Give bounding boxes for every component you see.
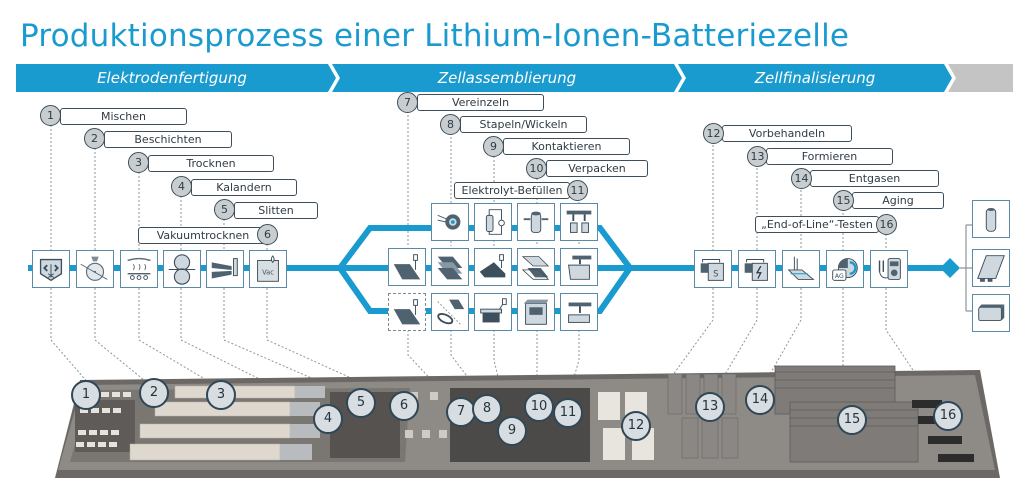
slitting-icon bbox=[206, 250, 244, 288]
coating-roller-icon bbox=[76, 250, 114, 288]
drying-oven-icon bbox=[120, 250, 158, 288]
prismatic-packaging-icon bbox=[517, 293, 555, 331]
step-badge-6: 6 bbox=[257, 224, 278, 245]
output-junction-diamond bbox=[940, 258, 960, 278]
s-icon-text: S bbox=[713, 270, 718, 280]
step-badge-13: 13 bbox=[747, 146, 768, 167]
step-label-entgasen: Entgasen bbox=[810, 170, 939, 187]
step-badge-8: 8 bbox=[440, 114, 461, 135]
step-label-verpacken: Verpacken bbox=[546, 160, 648, 177]
aging-icon: AG bbox=[826, 250, 864, 288]
factory-badge-6: 6 bbox=[389, 391, 419, 421]
flat-winding-icon bbox=[431, 293, 469, 331]
vacuum-drying-icon: Vac bbox=[249, 250, 287, 288]
step-label-beschichten: Beschichten bbox=[104, 131, 232, 148]
step-badge-16: 16 bbox=[876, 214, 897, 235]
factory-badge-13: 13 bbox=[695, 392, 725, 422]
pouch-filling-icon bbox=[560, 248, 598, 286]
factory-badge-14: 14 bbox=[745, 385, 775, 415]
cylinder-filling-icon bbox=[560, 203, 598, 241]
step-label-kontaktieren: Kontaktieren bbox=[503, 138, 630, 155]
step-label-end-of-line-testen: „End-of-Line“-Testen bbox=[755, 216, 879, 233]
mixer-icon bbox=[32, 250, 70, 288]
step-badge-3: 3 bbox=[128, 152, 149, 173]
phase-arrow-elektrodenfertigung bbox=[16, 64, 336, 92]
phase-arrow-zellassemblierung bbox=[332, 64, 682, 92]
output-bracket bbox=[960, 224, 972, 312]
phase-arrow-end bbox=[948, 64, 1013, 92]
pouch-cell-icon bbox=[972, 249, 1010, 287]
factory-badge-12: 12 bbox=[621, 411, 651, 441]
prismatic-filling-icon bbox=[560, 293, 598, 331]
step-badge-11: 11 bbox=[567, 180, 588, 201]
sheet-cut-icon bbox=[388, 248, 426, 286]
prismatic-cell-icon bbox=[972, 294, 1010, 332]
factory-badge-15: 15 bbox=[837, 405, 867, 435]
ag-icon-text: AG bbox=[835, 273, 844, 280]
step-label-slitten: Slitten bbox=[234, 202, 318, 219]
cylindrical-cell-icon bbox=[972, 200, 1010, 238]
step-badge-15: 15 bbox=[833, 190, 854, 211]
sheet-stack-icon bbox=[431, 248, 469, 286]
step-label-vakuumtrocknen: Vakuumtrocknen bbox=[138, 227, 268, 244]
step-label-vereinzeln: Vereinzeln bbox=[417, 94, 544, 111]
phase-label-elektrodenfertigung: Elektrodenfertigung bbox=[97, 69, 247, 87]
calender-rollers-icon bbox=[163, 250, 201, 288]
step-badge-1: 1 bbox=[40, 105, 61, 126]
factory-badge-2: 2 bbox=[139, 378, 169, 408]
pretreatment-icon: S bbox=[694, 250, 732, 288]
step-label-mischen: Mischen bbox=[60, 108, 187, 125]
cylinder-packaging-icon bbox=[517, 203, 555, 241]
step-badge-10: 10 bbox=[526, 158, 547, 179]
pouch-contact-icon bbox=[474, 248, 512, 286]
phase-bar bbox=[16, 64, 1013, 92]
page-title: Produktionsprozess einer Lithium-Ionen-B… bbox=[20, 18, 850, 54]
factory-badge-4: 4 bbox=[313, 404, 343, 434]
step-label-kalandern: Kalandern bbox=[191, 179, 297, 196]
end-of-line-test-icon bbox=[870, 250, 908, 288]
step-badge-9: 9 bbox=[483, 136, 504, 157]
step-label-trocknen: Trocknen bbox=[148, 155, 274, 172]
degassing-icon bbox=[782, 250, 820, 288]
phase-label-zellassemblierung: Zellassemblierung bbox=[437, 69, 577, 87]
vac-icon-text: Vac bbox=[262, 269, 274, 277]
step-label-formieren: Formieren bbox=[766, 148, 893, 165]
step-badge-2: 2 bbox=[84, 128, 105, 149]
sheet-cut-icon-optional bbox=[388, 293, 426, 331]
step-label-stapeln-wickeln: Stapeln/Wickeln bbox=[460, 116, 587, 133]
step-badge-4: 4 bbox=[171, 176, 192, 197]
factory-badge-10: 10 bbox=[524, 392, 554, 422]
step-badge-5: 5 bbox=[214, 199, 235, 220]
winding-roll-icon bbox=[431, 203, 469, 241]
formation-icon bbox=[738, 250, 776, 288]
factory-badge-16: 16 bbox=[933, 401, 963, 431]
step-badge-7: 7 bbox=[397, 92, 418, 113]
phase-label-zellfinalisierung: Zellfinalisierung bbox=[754, 69, 876, 87]
factory-badge-1: 1 bbox=[71, 380, 101, 410]
factory-badge-11: 11 bbox=[553, 398, 583, 428]
step-label-vorbehandeln: Vorbehandeln bbox=[722, 125, 852, 142]
step-badge-14: 14 bbox=[791, 168, 812, 189]
factory-badge-5: 5 bbox=[346, 388, 376, 418]
step-label-aging: Aging bbox=[852, 192, 944, 209]
factory-badge-8: 8 bbox=[472, 394, 502, 424]
contact-terminal-icon bbox=[474, 203, 512, 241]
prismatic-contact-icon bbox=[474, 293, 512, 331]
step-label-elektrolyt-befuellen: Elektrolyt-Befüllen bbox=[454, 182, 570, 199]
factory-badge-3: 3 bbox=[206, 380, 236, 410]
phase-arrow-zellfinalisierung bbox=[678, 64, 952, 92]
step-badge-12: 12 bbox=[703, 123, 724, 144]
pouch-packaging-icon bbox=[517, 248, 555, 286]
factory-badge-9: 9 bbox=[497, 416, 527, 446]
